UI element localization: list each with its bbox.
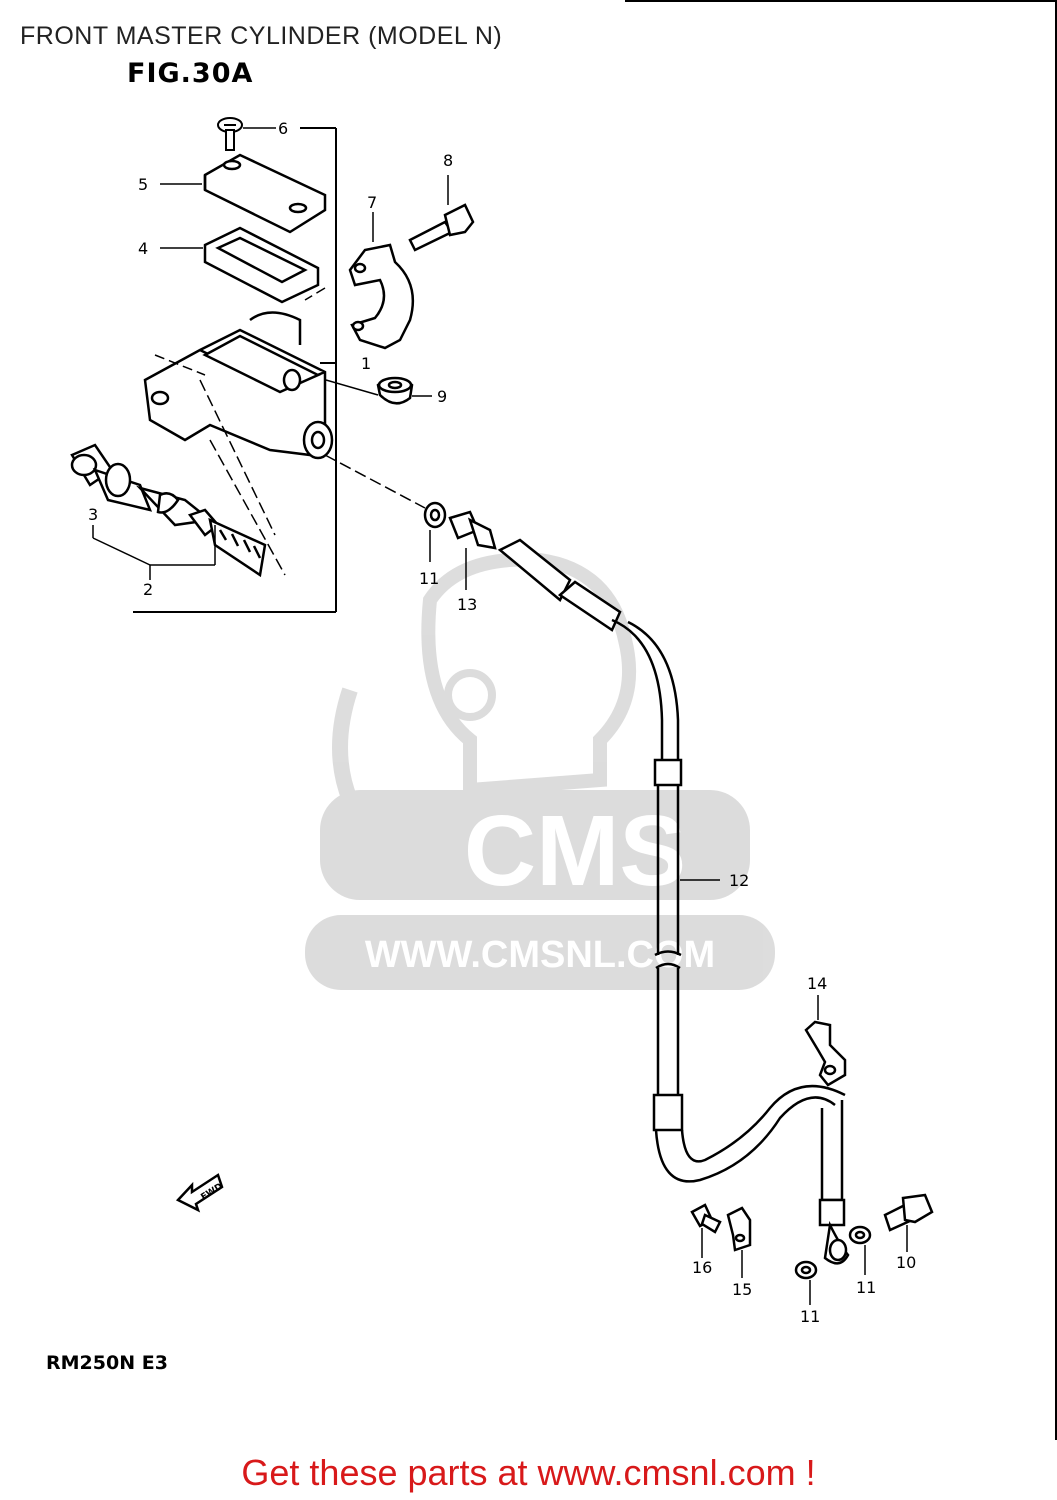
top-border-line (625, 0, 1057, 2)
model-code: RM250N E3 (46, 1352, 168, 1374)
callout-5: 5 (138, 175, 148, 194)
part-fitting-13 (448, 510, 497, 590)
watermark-url-text: WWW.CMSNL.COM (365, 934, 715, 976)
callout-11-upper: 11 (419, 569, 439, 588)
page-title: FRONT MASTER CYLINDER (MODEL N) (20, 22, 503, 50)
right-border-line (1055, 0, 1057, 1440)
parts-diagram: CMS WWW.CMSNL.COM (70, 117, 934, 1326)
part-brake-hose-12 (497, 538, 850, 1265)
callout-11-bottom: 11 (800, 1307, 820, 1326)
part-hose-clamp-14 (804, 995, 847, 1087)
callout-10: 10 (896, 1253, 916, 1272)
watermark-banner (320, 790, 750, 900)
part-reservoir-cap-5 (160, 153, 327, 234)
part-hose-guide-15 (726, 1206, 752, 1278)
callout-2: 2 (143, 580, 153, 599)
watermark-logo-text: CMS (464, 795, 686, 907)
part-washer-11-upper (423, 501, 447, 562)
part-master-cylinder-1 (143, 311, 334, 460)
part-callouts: 6 5 4 8 7 1 9 3 2 11 13 12 14 10 11 16 1… (88, 119, 916, 1326)
get-parts-link[interactable]: Get these parts at www.cmsnl.com ! (241, 1452, 816, 1493)
assembly-bracket (133, 127, 337, 613)
callout-11-right: 11 (856, 1278, 876, 1297)
callout-14: 14 (807, 974, 827, 993)
callout-15: 15 (732, 1280, 752, 1299)
callout-7: 7 (367, 193, 377, 212)
part-washer-11-bottom (794, 1260, 818, 1305)
part-piston-kit-2 (70, 443, 267, 578)
part-bolt-16 (690, 1203, 722, 1258)
figure-label: FIG.30A (127, 58, 254, 89)
piston-kit-bracket (92, 525, 216, 580)
part-screw-6 (217, 117, 276, 151)
callout-13: 13 (457, 595, 477, 614)
callout-12: 12 (729, 871, 749, 890)
part-washer-11-right (848, 1225, 872, 1275)
callout-6: 6 (278, 119, 288, 138)
watermark-eye-icon (444, 669, 496, 721)
part-diaphragm-4 (160, 226, 320, 304)
callout-1: 1 (361, 354, 371, 373)
part-bolt-8 (408, 175, 475, 252)
callout-8: 8 (443, 151, 453, 170)
part-boot-9 (376, 376, 432, 405)
fwd-arrow-icon: FWD (175, 1173, 225, 1213)
watermark: CMS WWW.CMSNL.COM (305, 552, 775, 990)
callout-3: 3 (88, 505, 98, 524)
watermark-mascot-icon (421, 552, 637, 798)
callout-9: 9 (437, 387, 447, 406)
part-clamp-7 (348, 212, 415, 350)
part-union-bolt-10 (883, 1193, 934, 1252)
callout-16: 16 (692, 1258, 712, 1277)
callout-4: 4 (138, 239, 148, 258)
